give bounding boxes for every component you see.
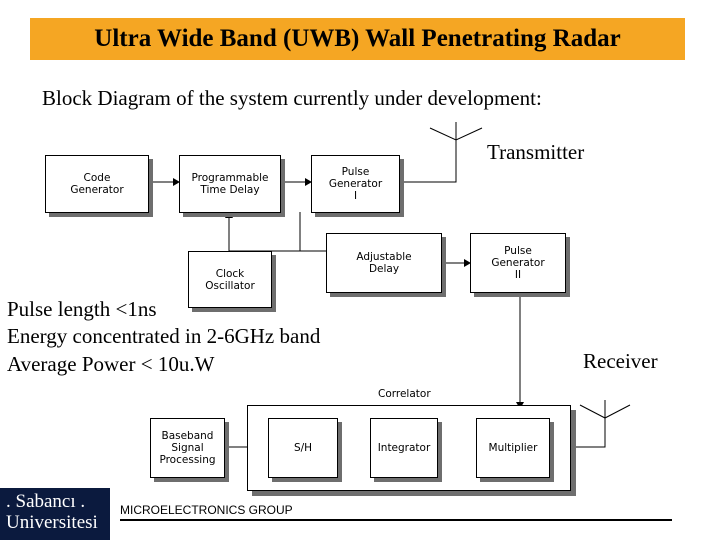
receiver-label: Receiver [583, 349, 658, 373]
spec-average-power: Average Power < 10u.W [7, 352, 215, 376]
pulse-generator-1-block: Pulse Generator I [311, 155, 400, 213]
correlator-label: Correlator [378, 388, 431, 400]
page-title: Ultra Wide Band (UWB) Wall Penetrating R… [94, 25, 621, 52]
subtitle: Block Diagram of the system currently un… [42, 86, 542, 110]
footer-divider [120, 519, 672, 521]
transmitter-label: Transmitter [487, 140, 585, 164]
code-generator-block: Code Generator [45, 155, 149, 213]
adjustable-delay-block: Adjustable Delay [326, 233, 442, 293]
sample-hold-block: S/H [268, 418, 338, 478]
footer-group-name: MICROELECTRONICS GROUP [120, 503, 293, 517]
wire-clock-to-adjdelay [229, 212, 301, 252]
integrator-block: Integrator [370, 418, 438, 478]
pulse-generator-2-block: Pulse Generator II [470, 233, 566, 293]
baseband-signal-processing-block: Baseband Signal Processing [150, 418, 225, 478]
university-logo: . Sabancı . Universitesi [0, 488, 110, 540]
spec-pulse-length: Pulse length <1ns [7, 297, 157, 321]
spec-energy-band: Energy concentrated in 2-6GHz band [7, 324, 321, 348]
programmable-time-delay-block: Programmable Time Delay [179, 155, 281, 213]
clock-oscillator-block: Clock Oscillator [188, 251, 272, 308]
multiplier-block: Multiplier [476, 418, 550, 478]
wire-pulse1-to-tx [398, 140, 457, 183]
title-bar: Ultra Wide Band (UWB) Wall Penetrating R… [30, 18, 685, 60]
